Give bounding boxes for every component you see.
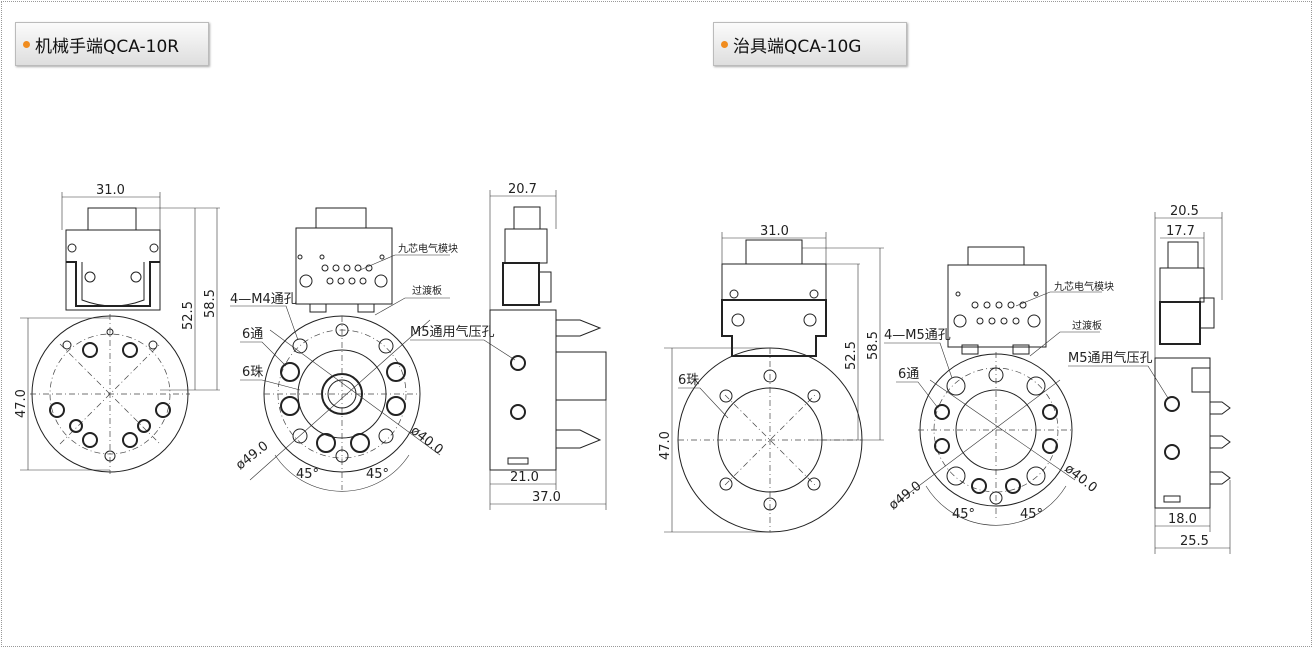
dim-height-2: 58.5 bbox=[866, 331, 881, 360]
dim-side-top: 20.7 bbox=[508, 182, 537, 197]
label-plate: 过渡板 bbox=[412, 284, 442, 297]
angle-1: 45° bbox=[952, 507, 975, 522]
dim-side-b2: 37.0 bbox=[532, 490, 561, 505]
label-balls: 6珠 bbox=[678, 373, 699, 388]
dim-side-top2: 17.7 bbox=[1166, 224, 1195, 239]
dim-width: 31.0 bbox=[760, 224, 789, 239]
robot-side-view: 20.7 21.0 37.0 bbox=[489, 182, 607, 510]
label-holes: 4—M4通孔 bbox=[230, 292, 297, 307]
dim-width: 31.0 bbox=[96, 183, 125, 198]
dim-height-2: 58.5 bbox=[203, 289, 218, 318]
robot-front-view: 31.0 52.5 58.5 47.0 bbox=[14, 183, 220, 474]
dim-d49: ø49.0 bbox=[886, 479, 924, 514]
dim-height-1: 52.5 bbox=[181, 301, 196, 330]
bullet-icon bbox=[721, 40, 728, 48]
dim-diameter: 47.0 bbox=[14, 389, 29, 418]
dim-d40: ø40.0 bbox=[1062, 461, 1100, 496]
label-air-port: M5通用气压孔 bbox=[1068, 350, 1153, 366]
dim-height-1: 52.5 bbox=[844, 341, 859, 370]
dim-side-b1: 18.0 bbox=[1168, 512, 1197, 527]
label-balls: 6珠 bbox=[242, 365, 263, 380]
tool-top-view: 45° 45° ø49.0 ø40.0 九芯电气模块 过渡板 4—M5通孔 6通… bbox=[884, 246, 1169, 526]
label-ports: 6通 bbox=[898, 367, 919, 382]
robot-top-view: 45° 45° ø49.0 ø40.0 九芯电气模块 过渡板 4—M4通孔 6通… bbox=[230, 207, 516, 492]
angle-1: 45° bbox=[296, 467, 319, 482]
label-plate: 过渡板 bbox=[1072, 319, 1102, 332]
label-module: 九芯电气模块 bbox=[1054, 280, 1114, 293]
dim-side-b1: 21.0 bbox=[510, 470, 539, 485]
label-ports: 6通 bbox=[242, 327, 263, 342]
label-air-port: M5通用气压孔 bbox=[410, 324, 495, 340]
label-holes: 4—M5通孔 bbox=[884, 328, 951, 343]
dim-diameter: 47.0 bbox=[658, 431, 673, 460]
dim-side-top: 20.5 bbox=[1170, 204, 1199, 219]
angle-2: 45° bbox=[1020, 507, 1043, 522]
dim-side-b2: 25.5 bbox=[1180, 534, 1209, 549]
dim-d40: ø40.0 bbox=[408, 423, 446, 458]
angle-2: 45° bbox=[366, 467, 389, 482]
label-module: 九芯电气模块 bbox=[398, 242, 458, 255]
dim-d49: ø49.0 bbox=[233, 439, 271, 474]
tool-side-title: 治具端QCA-10G bbox=[713, 22, 907, 66]
tool-side-view: 20.5 17.7 18.0 25.5 bbox=[1154, 204, 1231, 554]
tool-front-view: 31.0 52.5 58.5 47.0 6珠 bbox=[658, 224, 884, 533]
robot-side-title: 机械手端QCA-10R bbox=[15, 22, 209, 66]
bullet-icon bbox=[23, 40, 30, 48]
